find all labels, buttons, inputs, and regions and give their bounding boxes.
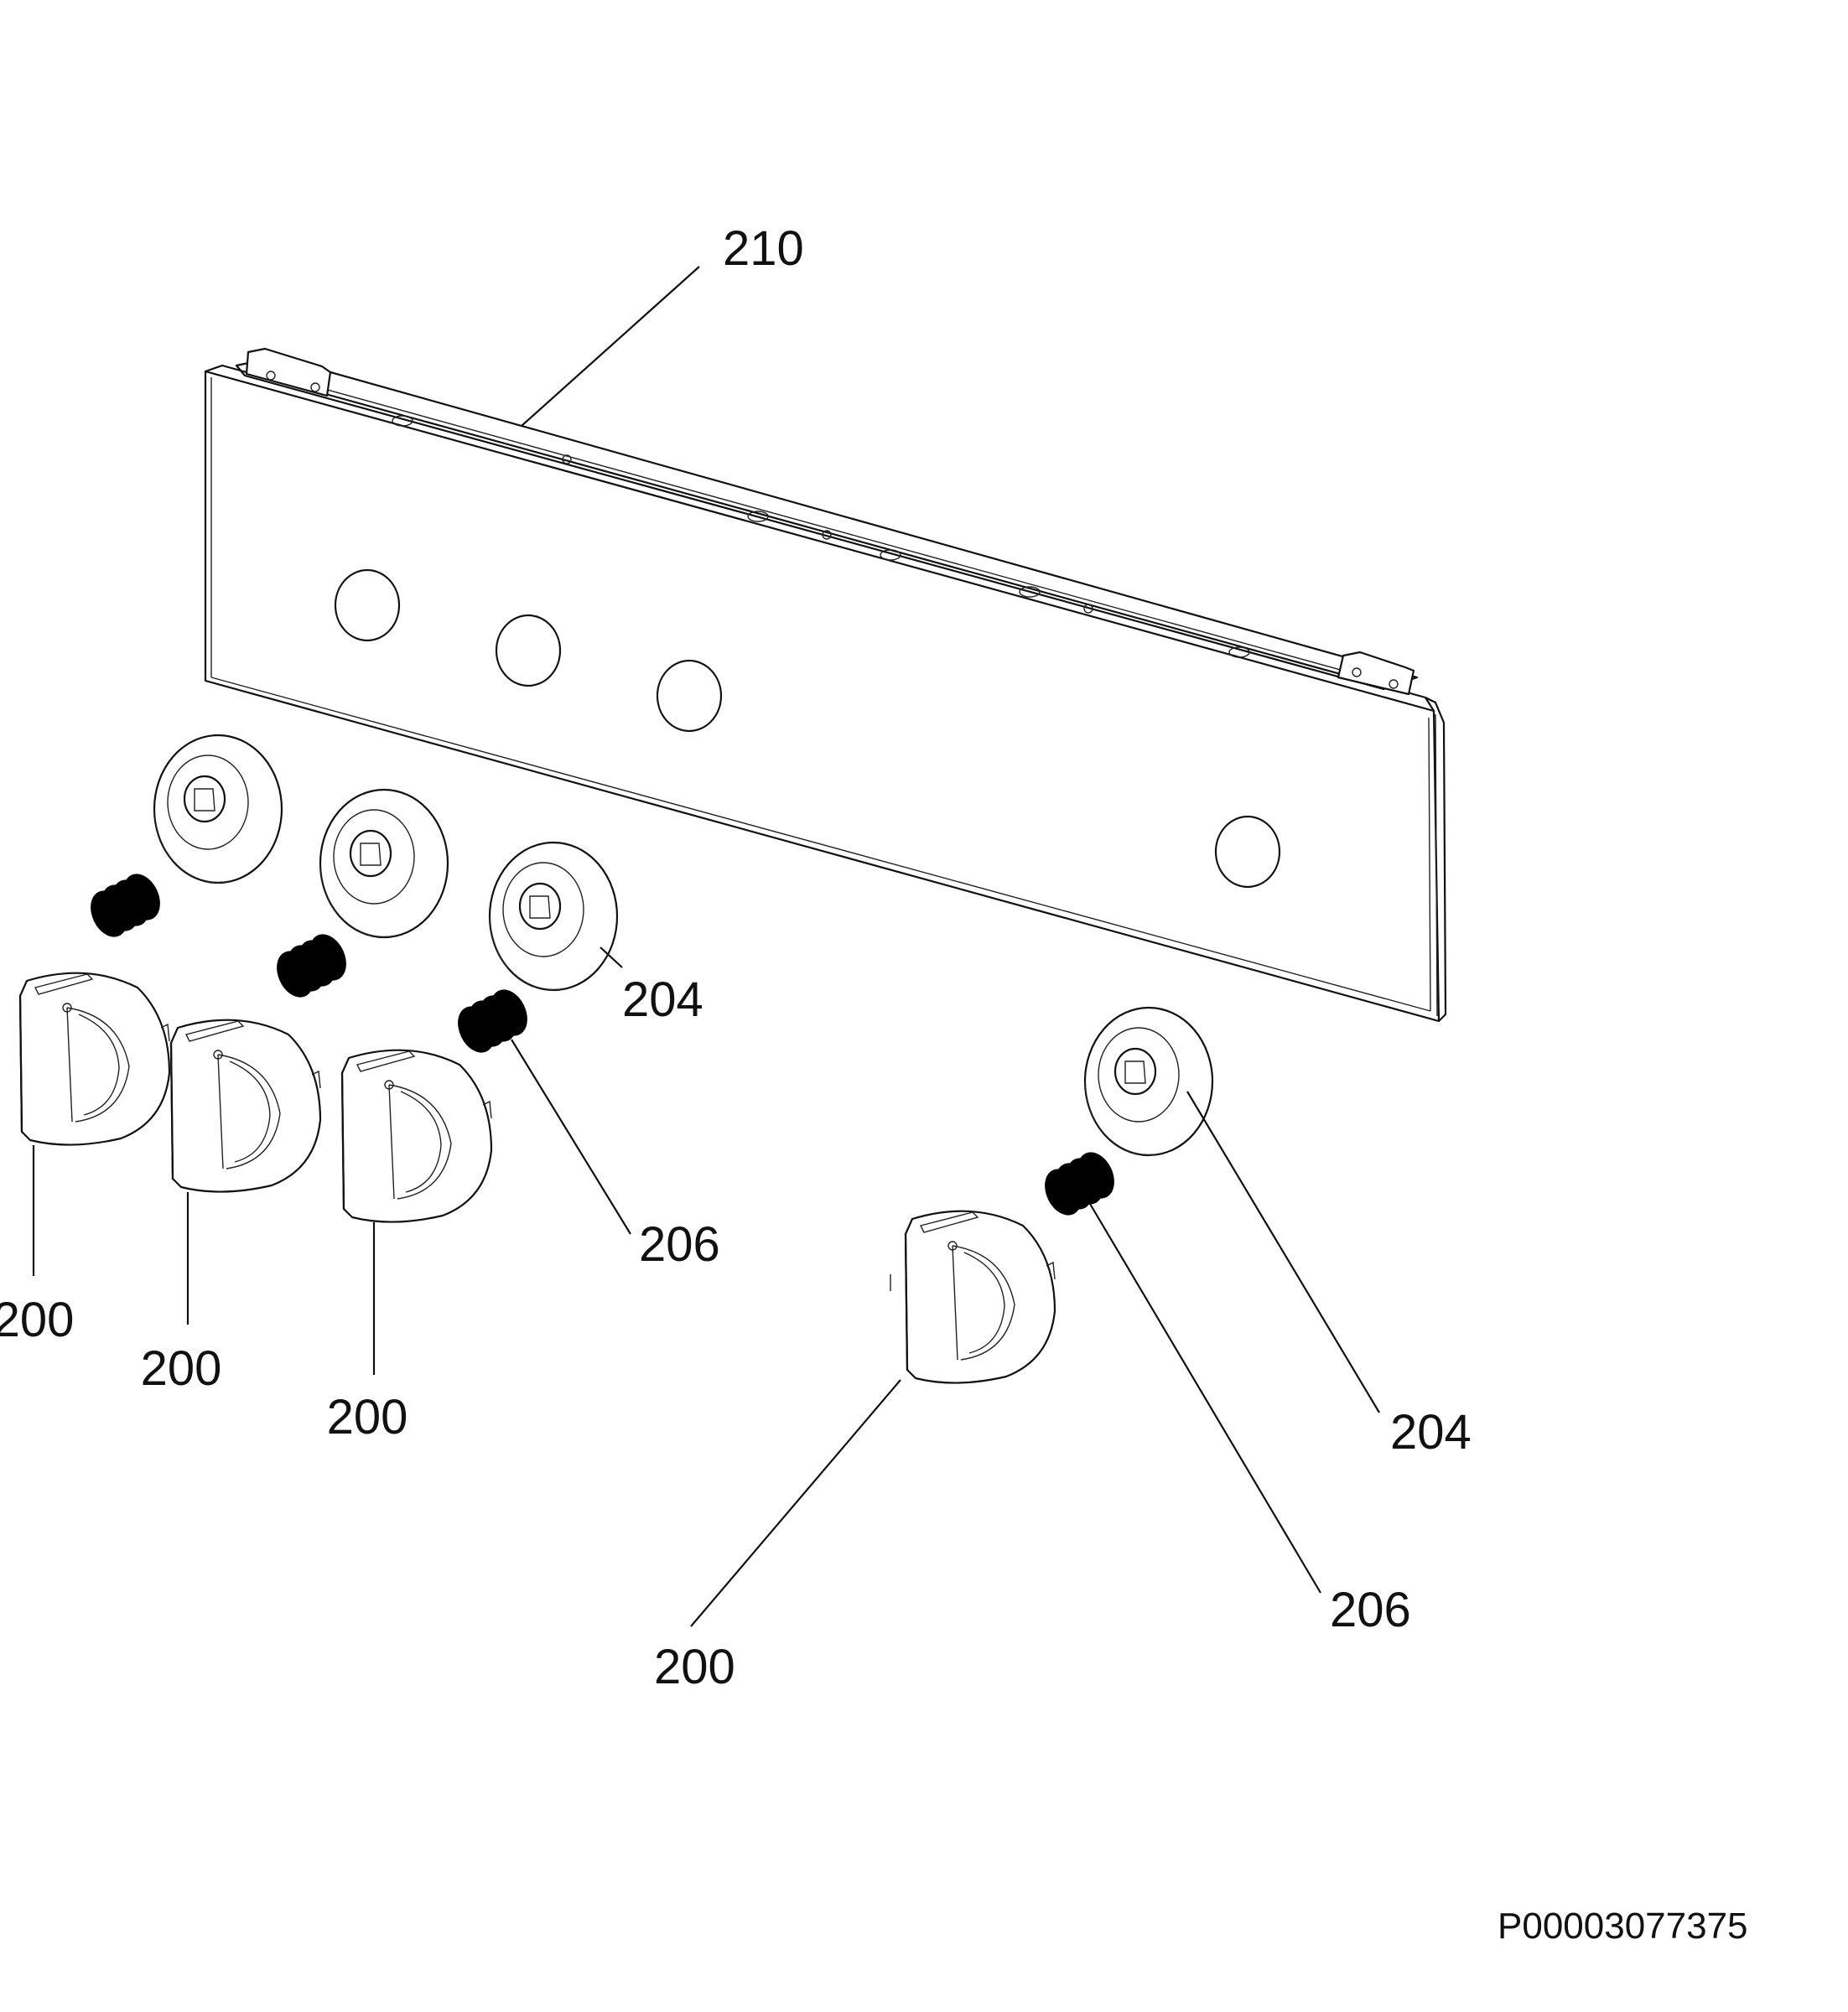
escutcheon (153, 734, 283, 884)
spring (83, 868, 168, 943)
callout-escutcheon: 204 (1390, 1405, 1472, 1460)
spring (269, 928, 354, 1003)
leader-lines (32, 266, 1380, 1627)
callout-panel: 210 (723, 221, 804, 276)
escutcheon (319, 788, 449, 939)
callout-knob: 200 (141, 1341, 222, 1396)
control-knob (340, 1049, 493, 1223)
escutcheon (488, 841, 619, 992)
control-knob (169, 1019, 322, 1193)
callout-knob: 200 (654, 1640, 735, 1694)
callout-knob: 200 (0, 1293, 74, 1347)
callout-knob: 200 (327, 1390, 408, 1444)
callout-spring: 206 (1330, 1583, 1411, 1637)
control-knob (18, 972, 171, 1146)
document-reference: P00003077375 (1498, 1906, 1748, 1947)
spring (1037, 1146, 1122, 1221)
control-panel (204, 347, 1447, 1023)
spring (450, 983, 535, 1059)
escutcheon (1083, 1006, 1214, 1157)
callout-escutcheon: 204 (622, 972, 703, 1027)
control-knob (904, 1210, 1056, 1384)
callout-spring: 206 (639, 1217, 720, 1272)
